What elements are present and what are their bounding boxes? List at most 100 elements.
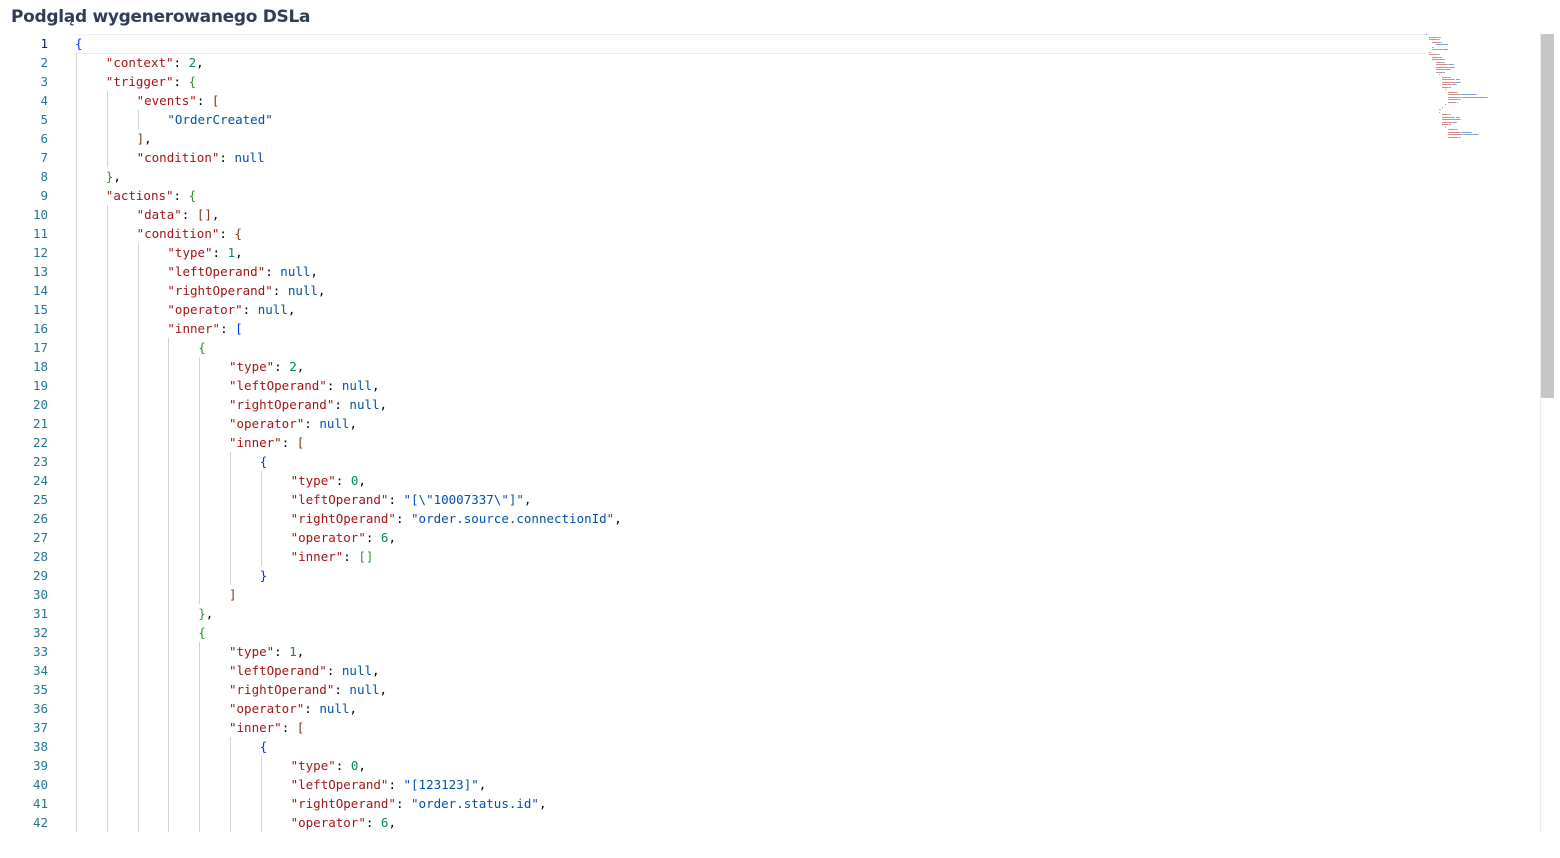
code-line[interactable]: "type": 0, <box>291 471 366 490</box>
vertical-scrollbar-thumb[interactable] <box>1541 34 1554 398</box>
code-token: : <box>173 74 189 89</box>
code-line[interactable]: { <box>198 338 206 357</box>
code-line[interactable]: "inner": [ <box>167 319 242 338</box>
code-line[interactable]: "leftOperand": "[\"10007337\"]", <box>291 490 532 509</box>
code-token: [ <box>235 321 243 336</box>
code-line[interactable]: "condition": { <box>137 224 242 243</box>
code-line[interactable]: "operator": null, <box>229 699 357 718</box>
code-line[interactable]: "inner": [] <box>291 547 374 566</box>
code-line[interactable]: "type": 1, <box>167 243 242 262</box>
indent-guide <box>106 224 108 243</box>
minimap-segment <box>1439 54 1441 55</box>
code-token: "data" <box>136 207 182 222</box>
minimap-segment <box>1448 129 1454 130</box>
code-token: "OrderCreated" <box>167 112 273 127</box>
code-line[interactable]: "operator": null, <box>229 414 357 433</box>
code-line[interactable]: }, <box>198 604 213 623</box>
code-line[interactable]: "leftOperand": "[123123]", <box>291 775 487 794</box>
indent-guide <box>76 775 77 794</box>
minimap-segment <box>1432 41 1440 43</box>
minimap-segment <box>1442 59 1445 60</box>
indent-guide <box>168 718 170 737</box>
code-line[interactable]: { <box>75 34 83 53</box>
indent-guide <box>199 433 201 452</box>
code-token: : <box>304 416 320 431</box>
minimap-segment <box>1439 41 1442 43</box>
minimap-segment <box>1453 116 1456 118</box>
code-line[interactable]: "type": 0, <box>291 756 366 775</box>
minimap-segment <box>1455 91 1457 93</box>
indent-guide <box>76 376 77 395</box>
code-line[interactable]: "condition": null <box>137 148 265 167</box>
code-line[interactable]: "leftOperand": null, <box>167 262 318 281</box>
indent-guide <box>106 338 108 357</box>
code-line[interactable]: "events": [ <box>137 91 220 110</box>
code-token: : <box>334 397 350 412</box>
code-line[interactable]: "operator": 6, <box>291 813 396 832</box>
indent-guide <box>76 148 77 167</box>
code-token: , <box>358 473 366 488</box>
minimap-segment <box>1460 119 1461 120</box>
code-line[interactable]: "data": [], <box>137 205 220 224</box>
code-line[interactable]: { <box>198 623 206 642</box>
minimap-segment <box>1461 94 1477 95</box>
code-line[interactable]: "trigger": { <box>106 72 196 91</box>
code-line[interactable]: ] <box>229 585 237 604</box>
indent-guide <box>106 452 108 471</box>
code-line[interactable]: "rightOperand": null, <box>167 281 325 300</box>
code-token: [ <box>296 435 305 450</box>
code-line[interactable]: "rightOperand": "order.source.connection… <box>291 509 622 528</box>
code-line[interactable]: } <box>260 566 268 585</box>
indent-guide <box>76 661 77 680</box>
minimap-segment <box>1456 101 1459 103</box>
code-content[interactable]: { "context": 2,"trigger": {"events": [ "Or… <box>75 32 1420 832</box>
line-number: 4 <box>40 93 48 108</box>
code-token: null <box>257 302 288 317</box>
indent-guide <box>137 528 139 547</box>
minimap-segment <box>1460 136 1462 138</box>
code-line[interactable]: "inner": [ <box>229 433 304 452</box>
code-token: "order.status.id" <box>411 796 539 811</box>
indent-guide <box>199 357 201 376</box>
indent-guide <box>137 585 139 604</box>
code-line[interactable]: "rightOperand": "order.status.id", <box>291 794 547 813</box>
code-line[interactable]: "context": 2, <box>106 53 204 72</box>
code-token: [ <box>211 93 220 108</box>
code-token: , <box>196 55 204 70</box>
code-line[interactable]: { <box>260 737 268 756</box>
code-line[interactable]: "leftOperand": null, <box>229 661 380 680</box>
indent-guide <box>106 737 108 756</box>
code-line[interactable]: "inner": [ <box>229 718 304 737</box>
minimap-segment <box>1456 81 1460 83</box>
line-number: 23 <box>32 454 48 469</box>
minimap-segment <box>1459 116 1461 118</box>
code-line[interactable]: "type": 2, <box>229 357 304 376</box>
code-token: 6 <box>380 815 389 830</box>
code-line[interactable]: "leftOperand": null, <box>229 376 380 395</box>
line-number: 6 <box>40 131 48 146</box>
code-line[interactable]: "OrderCreated" <box>167 110 272 129</box>
code-line[interactable]: "operator": 6, <box>291 528 396 547</box>
code-line[interactable]: "actions": { <box>106 186 196 205</box>
code-line[interactable]: }, <box>106 167 121 186</box>
code-line[interactable]: "rightOperand": null, <box>229 680 387 699</box>
minimap-segment <box>1448 134 1461 135</box>
indent-guide <box>199 452 201 471</box>
minimap[interactable] <box>1426 34 1510 144</box>
minimap-segment <box>1429 39 1438 40</box>
code-line[interactable]: { <box>260 452 268 471</box>
code-token: , <box>296 359 305 374</box>
indent-guide <box>76 604 77 623</box>
indent-guide <box>230 528 231 547</box>
minimap-segment <box>1448 94 1461 95</box>
minimap-segment <box>1442 86 1449 88</box>
minimap-segment <box>1476 94 1478 95</box>
line-number: 5 <box>40 112 48 127</box>
code-line[interactable]: "type": 1, <box>229 642 304 661</box>
code-line[interactable]: ], <box>137 129 152 148</box>
indent-guide <box>199 509 201 528</box>
line-number: 26 <box>32 511 48 526</box>
code-line[interactable]: "operator": null, <box>167 300 295 319</box>
code-line[interactable]: "rightOperand": null, <box>229 395 387 414</box>
